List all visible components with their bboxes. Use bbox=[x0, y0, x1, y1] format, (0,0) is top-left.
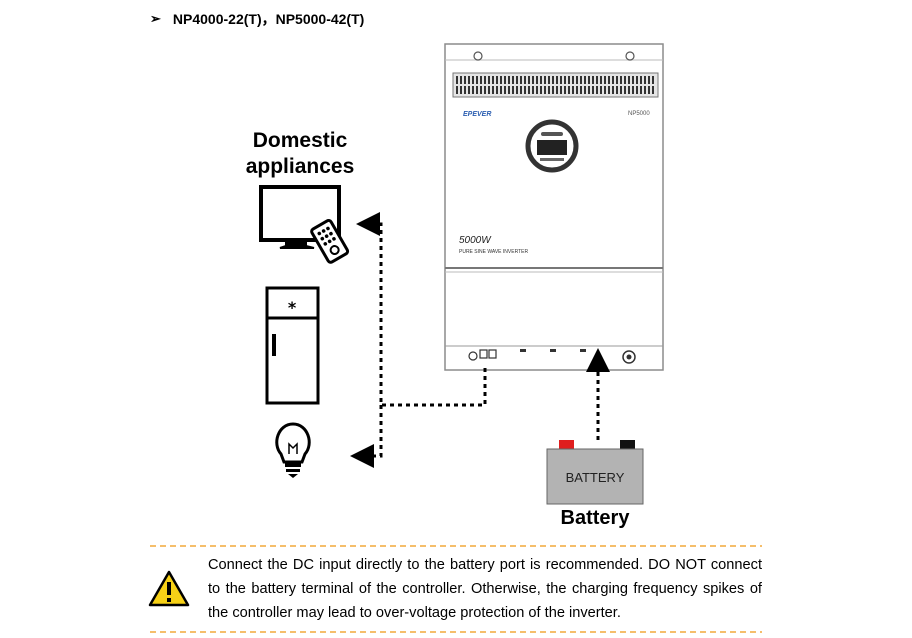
model-heading-text: NP4000-22(T)，NP5000-42(T) bbox=[172, 11, 365, 27]
ventilation-grille bbox=[452, 72, 659, 98]
battery-box-text: BATTERY bbox=[566, 470, 625, 485]
domestic-appliances-label: Domestic appliances bbox=[230, 128, 370, 180]
mounting-hole-icon bbox=[473, 51, 635, 61]
remote-control-icon bbox=[310, 219, 350, 264]
battery-icon: BATTERY bbox=[546, 440, 644, 505]
inverter-model: NP5000 bbox=[628, 111, 650, 117]
ac-output-wiring bbox=[350, 212, 487, 468]
inverter-power: 5000W bbox=[459, 235, 492, 246]
battery-label: Battery bbox=[560, 507, 630, 529]
domestic-label-line2: appliances bbox=[245, 155, 355, 178]
section-heading: ➢ NP4000-22(T)，NP5000-42(T) bbox=[150, 9, 364, 29]
svg-text:*: * bbox=[288, 298, 297, 317]
warning-icon bbox=[148, 570, 190, 607]
inverter-display-icon bbox=[525, 119, 579, 173]
inverter-subtitle: PURE SINE WAVE INVERTER bbox=[459, 249, 528, 255]
tv-icon bbox=[259, 185, 350, 264]
refrigerator-icon: * bbox=[265, 286, 320, 405]
inverter-unit: EPEVER NP5000 5000W PURE SINE WAVE INVER… bbox=[444, 43, 664, 371]
arrow-bullet-icon: ➢ bbox=[150, 11, 161, 26]
inverter-brand: EPEVER bbox=[463, 111, 491, 118]
inverter-terminals bbox=[468, 349, 636, 364]
warning-note-text: Connect the DC input directly to the bat… bbox=[208, 557, 762, 621]
light-bulb-icon bbox=[275, 422, 311, 478]
domestic-label-line1: Domestic bbox=[252, 129, 348, 152]
